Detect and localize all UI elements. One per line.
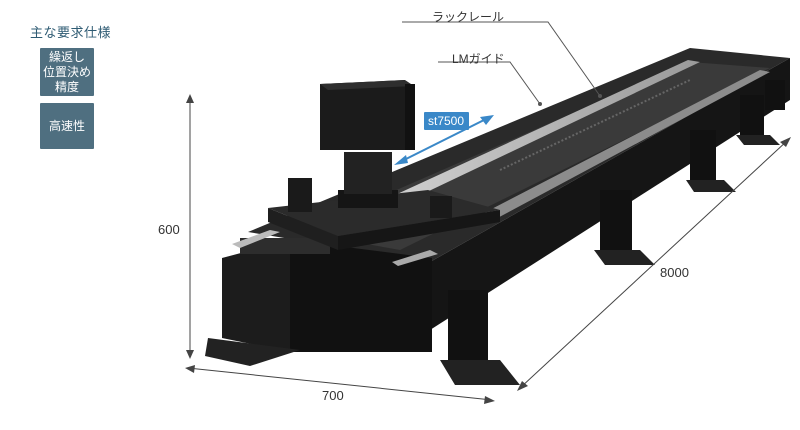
width-dimension-label: 700	[322, 388, 344, 403]
motor-housing	[320, 80, 405, 150]
badge-line: 高速性	[48, 118, 85, 133]
rack-rail-leader	[402, 21, 601, 97]
base-block	[290, 240, 432, 352]
carriage-bracket	[288, 178, 312, 212]
width-arrow-left	[185, 365, 195, 373]
width-dimension-line	[187, 367, 493, 401]
stroke-arrowhead-right	[480, 115, 494, 125]
leveling-foot	[736, 95, 780, 145]
stroke-arrowhead-left	[394, 155, 408, 165]
carriage-bracket	[430, 196, 452, 218]
height-arrow-bottom	[186, 350, 194, 359]
specs-title: 主な要求仕様	[30, 25, 112, 40]
badge-line: 繰返し	[48, 49, 85, 64]
lm-guide-front	[392, 250, 438, 266]
lm-guide-rail	[480, 70, 770, 222]
carriage-plate-side	[338, 210, 500, 250]
motor-body-lower	[344, 152, 392, 194]
height-dimension-label: 600	[158, 222, 180, 237]
badge-line: 位置決め	[42, 64, 91, 79]
rack-rail-callout: ラックレール	[432, 10, 505, 24]
rack-rail-front	[232, 230, 280, 248]
length-arrow-bottom	[517, 381, 528, 391]
height-arrow-top	[186, 94, 194, 103]
stroke-label: st7500	[424, 112, 470, 130]
spec-badge-high-speed: 高速性	[40, 103, 94, 149]
leveling-foot	[765, 80, 785, 110]
rack-teeth	[499, 79, 691, 171]
length-dimension-label: 8000	[660, 265, 689, 280]
motor-flange	[338, 190, 398, 208]
leveling-foot	[440, 290, 520, 385]
leveling-foot	[594, 190, 655, 265]
motor-housing-side	[405, 84, 415, 150]
front-guide-block	[240, 238, 330, 254]
leveling-foot	[686, 130, 736, 192]
spec-badge-repeat-positioning-accuracy: 繰返し 位置決め 精度	[40, 48, 94, 96]
rack-rail-leader-dot	[598, 94, 602, 98]
lm-guide-leader-dot	[538, 102, 542, 106]
length-dimension-line	[519, 139, 789, 389]
lm-guide-leader	[438, 61, 541, 105]
base-front-face	[222, 240, 290, 352]
length-arrow-top	[780, 137, 791, 147]
base-foot	[205, 338, 300, 366]
carriage-plate-front	[268, 208, 338, 250]
width-arrow-right	[484, 396, 495, 404]
badge-line: 精度	[54, 79, 79, 94]
stroke-arrow	[397, 117, 489, 164]
rack-rail	[395, 60, 700, 200]
lm-guide-callout: LMガイド	[452, 52, 505, 66]
motor-housing-top	[320, 80, 414, 90]
